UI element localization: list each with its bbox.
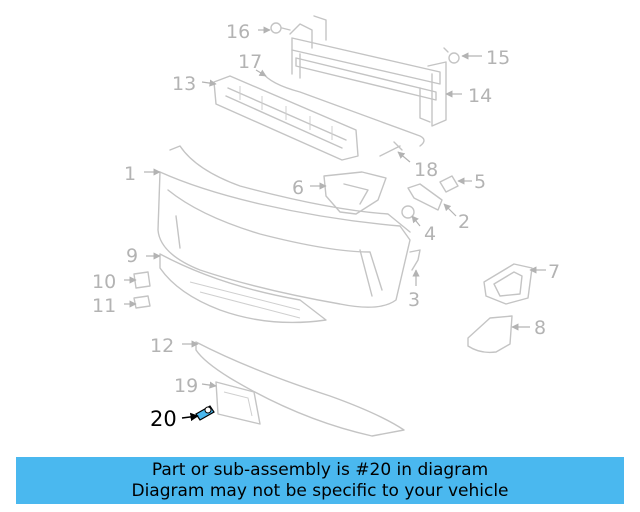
callout-15: 15 bbox=[486, 47, 510, 69]
callout-12: 12 bbox=[150, 335, 174, 357]
callout-5: 5 bbox=[474, 171, 486, 193]
clip-part-10 bbox=[133, 271, 151, 289]
callout-3: 3 bbox=[408, 289, 420, 311]
banner-line-2: Diagram may not be specific to your vehi… bbox=[131, 481, 509, 501]
callout-2: 2 bbox=[458, 211, 470, 233]
callout-19: 19 bbox=[174, 375, 198, 397]
callout-8: 8 bbox=[534, 317, 546, 339]
callout-16: 16 bbox=[226, 21, 250, 43]
callout-7: 7 bbox=[548, 261, 560, 283]
lower-grille-part-9 bbox=[159, 253, 327, 324]
callout-18: 18 bbox=[414, 159, 438, 181]
callout-10: 10 bbox=[92, 271, 116, 293]
bracket-detail bbox=[343, 183, 369, 205]
bolt-part-16 bbox=[270, 22, 291, 34]
callout-6: 6 bbox=[292, 177, 304, 199]
clip-part-18 bbox=[379, 141, 403, 157]
fastener-part-20 bbox=[195, 405, 215, 421]
callout-13: 13 bbox=[172, 73, 196, 95]
fog-bezel-part-7 bbox=[483, 263, 533, 305]
callout-1: 1 bbox=[124, 163, 136, 185]
parts-diagram: 1 2 3 4 5 6 7 8 9 10 11 12 13 14 15 16 1… bbox=[92, 15, 560, 437]
callout-4: 4 bbox=[424, 223, 436, 245]
sensor-wire-part-17 bbox=[261, 71, 425, 147]
push-pin-part-3 bbox=[409, 249, 421, 271]
nut-part-4 bbox=[401, 205, 415, 219]
clip-part-11 bbox=[133, 295, 151, 309]
callout-9: 9 bbox=[126, 245, 138, 267]
bracket-part-2 bbox=[407, 183, 443, 211]
license-bracket-detail bbox=[223, 391, 253, 417]
trim-ring-part-8 bbox=[467, 315, 513, 354]
license-bracket-part-19 bbox=[215, 381, 261, 425]
callout-17: 17 bbox=[238, 51, 262, 73]
bumper-cover-part-1 bbox=[157, 145, 411, 308]
sensor-part-5 bbox=[439, 175, 459, 193]
reinforcement-beam-part-14 bbox=[289, 15, 447, 127]
info-banner: Part or sub-assembly is #20 in diagram D… bbox=[16, 457, 624, 504]
bracket-part-6 bbox=[323, 171, 387, 215]
bolt-part-15 bbox=[443, 47, 460, 64]
callout-11: 11 bbox=[92, 295, 116, 317]
callout-14: 14 bbox=[468, 85, 492, 107]
energy-absorber-part-13 bbox=[213, 75, 359, 161]
banner-line-1: Part or sub-assembly is #20 in diagram bbox=[151, 460, 489, 480]
callout-20-highlighted: 20 bbox=[150, 407, 177, 431]
lower-spoiler-part-12 bbox=[195, 341, 405, 437]
